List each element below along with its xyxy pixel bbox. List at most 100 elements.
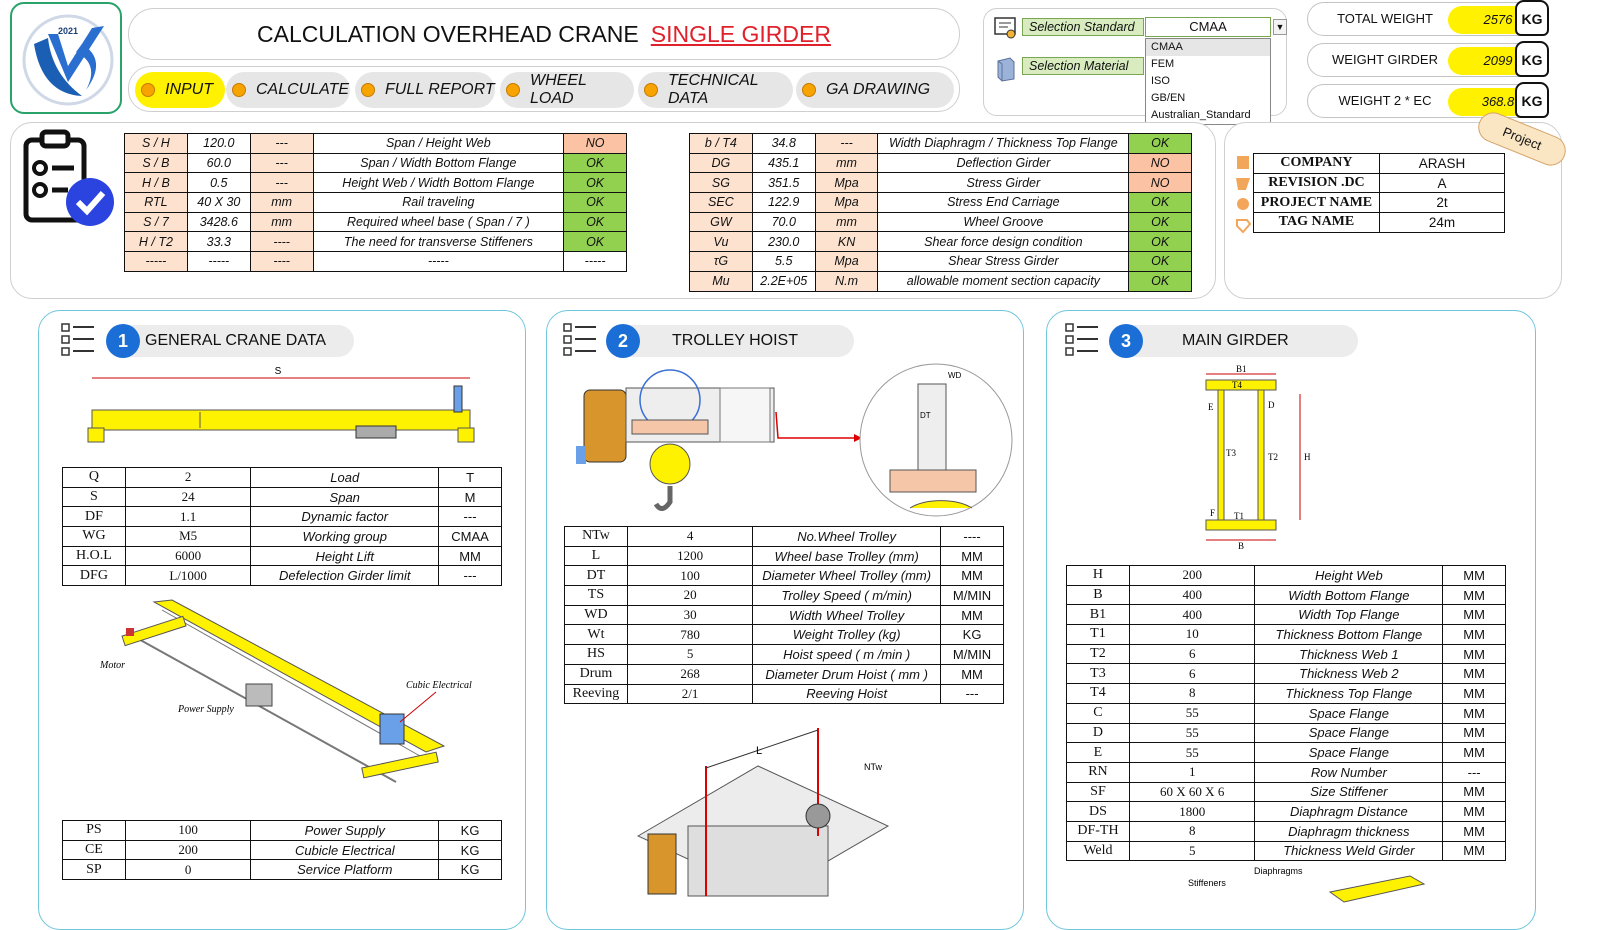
- table-cell[interactable]: NO: [1128, 172, 1192, 194]
- dropdown-option[interactable]: CMAA: [1146, 39, 1270, 56]
- dropdown-option[interactable]: ISO: [1151, 75, 1170, 87]
- table-cell[interactable]: H.O.L: [62, 545, 126, 567]
- table-cell[interactable]: 60 X 60 X 6: [1128, 781, 1256, 803]
- standard-select[interactable]: CMAA: [1145, 17, 1271, 37]
- table-cell[interactable]: MM: [438, 545, 502, 567]
- table-cell[interactable]: SG: [689, 172, 753, 194]
- table-cell[interactable]: Shear force design condition: [877, 231, 1130, 253]
- table-cell[interactable]: 33.3: [186, 231, 251, 253]
- table-cell[interactable]: 400: [1128, 584, 1256, 606]
- chevron-down-icon[interactable]: ▼: [1273, 19, 1287, 35]
- table-cell[interactable]: MM: [1442, 643, 1506, 665]
- table-cell[interactable]: Span / Height Web: [312, 133, 565, 154]
- table-cell[interactable]: 1200: [626, 545, 754, 567]
- table-cell[interactable]: PROJECT NAME: [1253, 192, 1380, 214]
- table-cell[interactable]: MM: [1442, 722, 1506, 744]
- table-cell[interactable]: L: [564, 545, 628, 567]
- table-cell[interactable]: Shear Stress Girder: [877, 251, 1130, 272]
- table-cell[interactable]: CE: [62, 839, 126, 861]
- table-cell[interactable]: Height Web / Width Bottom Flange: [312, 172, 565, 194]
- table-cell[interactable]: Weld: [1066, 840, 1130, 862]
- table-cell[interactable]: 230.0: [751, 231, 816, 253]
- table-cell[interactable]: REVISION .DC: [1253, 172, 1380, 194]
- table-cell[interactable]: OK: [1128, 211, 1192, 233]
- table-cell[interactable]: 1: [1128, 761, 1256, 783]
- table-cell[interactable]: allowable moment section capacity: [877, 270, 1130, 292]
- table-cell[interactable]: Q: [62, 467, 126, 488]
- table-cell[interactable]: 2.2E+05: [751, 270, 816, 292]
- table-cell[interactable]: ---: [438, 565, 502, 587]
- table-cell[interactable]: N.m: [814, 270, 879, 292]
- table-cell[interactable]: B1: [1066, 604, 1130, 626]
- table-cell[interactable]: B: [1066, 584, 1130, 606]
- table-cell[interactable]: mm: [249, 192, 314, 213]
- table-cell[interactable]: Span: [250, 486, 440, 508]
- table-cell[interactable]: 6000: [124, 545, 252, 567]
- table-cell[interactable]: -----: [186, 251, 251, 272]
- table-cell[interactable]: ---: [249, 133, 314, 154]
- table-cell[interactable]: 200: [124, 839, 252, 861]
- table-cell[interactable]: Height Web: [1254, 565, 1444, 586]
- table-cell[interactable]: Working group: [250, 526, 440, 547]
- table-cell[interactable]: -----: [312, 251, 565, 272]
- table-cell[interactable]: NO: [1128, 152, 1192, 174]
- nav-ga-drawing-button[interactable]: GA DRAWING: [796, 72, 954, 108]
- table-cell[interactable]: mm: [814, 211, 879, 233]
- dropdown-option[interactable]: FEM: [1151, 58, 1175, 70]
- table-cell[interactable]: SEC: [689, 192, 753, 213]
- table-cell[interactable]: 3428.6: [186, 211, 251, 233]
- table-cell[interactable]: Stress End Carriage: [877, 192, 1130, 213]
- table-cell[interactable]: KG: [940, 624, 1004, 646]
- table-cell[interactable]: 100: [124, 820, 252, 841]
- table-cell[interactable]: 5: [626, 644, 754, 665]
- table-cell[interactable]: Thickness Top Flange: [1254, 683, 1444, 704]
- table-cell[interactable]: 1800: [1128, 801, 1256, 822]
- table-cell[interactable]: ---: [940, 683, 1004, 705]
- table-cell[interactable]: 20: [626, 585, 754, 606]
- table-cell[interactable]: T4: [1066, 683, 1130, 704]
- table-cell[interactable]: OK: [1128, 192, 1192, 213]
- table-cell[interactable]: D: [1066, 722, 1130, 744]
- table-cell[interactable]: M/MIN: [940, 585, 1004, 606]
- nav-wheel-load-button[interactable]: WHEEL LOAD: [500, 72, 634, 108]
- table-cell[interactable]: -----: [124, 251, 188, 272]
- table-cell[interactable]: S / H: [124, 133, 188, 154]
- table-cell[interactable]: MM: [1442, 584, 1506, 606]
- table-cell[interactable]: 1.1: [124, 506, 252, 528]
- table-cell[interactable]: 24m: [1378, 212, 1506, 233]
- table-cell[interactable]: ---: [438, 506, 502, 528]
- table-cell[interactable]: 268: [626, 663, 754, 685]
- table-cell[interactable]: L/1000: [124, 565, 252, 587]
- table-cell[interactable]: H / B: [124, 172, 188, 194]
- table-cell[interactable]: H: [1066, 565, 1130, 586]
- table-cell[interactable]: KN: [814, 231, 879, 253]
- table-cell[interactable]: ARASH: [1378, 153, 1506, 174]
- table-cell[interactable]: KG: [438, 859, 502, 881]
- table-cell[interactable]: MM: [1442, 742, 1506, 763]
- table-cell[interactable]: OK: [1128, 251, 1192, 272]
- table-cell[interactable]: 8: [1128, 820, 1256, 842]
- table-cell[interactable]: CMAA: [438, 526, 502, 547]
- table-cell[interactable]: OK: [563, 192, 627, 213]
- table-cell[interactable]: Thickness Web 1: [1254, 643, 1444, 665]
- table-cell[interactable]: 10: [1128, 624, 1256, 645]
- table-cell[interactable]: Mu: [689, 270, 753, 292]
- table-cell[interactable]: DF-TH: [1066, 820, 1130, 842]
- table-cell[interactable]: RTL: [124, 192, 188, 213]
- table-cell[interactable]: Space Flange: [1254, 722, 1444, 744]
- table-cell[interactable]: 5: [1128, 840, 1256, 862]
- table-cell[interactable]: 6: [1128, 663, 1256, 685]
- table-cell[interactable]: 6: [1128, 643, 1256, 665]
- table-cell[interactable]: T1: [1066, 624, 1130, 645]
- table-cell[interactable]: mm: [814, 152, 879, 174]
- table-cell[interactable]: τG: [689, 251, 753, 272]
- table-cell[interactable]: S / B: [124, 152, 188, 174]
- table-cell[interactable]: M5: [124, 526, 252, 547]
- dropdown-option[interactable]: Australian_Standard: [1151, 109, 1251, 121]
- table-cell[interactable]: H / T2: [124, 231, 188, 253]
- table-cell[interactable]: MM: [1442, 604, 1506, 626]
- table-cell[interactable]: Thickness Weld Girder: [1254, 840, 1444, 862]
- nav-calculate-button[interactable]: CALCULATE: [226, 72, 350, 108]
- table-cell[interactable]: OK: [1128, 231, 1192, 253]
- table-cell[interactable]: COMPANY: [1253, 153, 1380, 174]
